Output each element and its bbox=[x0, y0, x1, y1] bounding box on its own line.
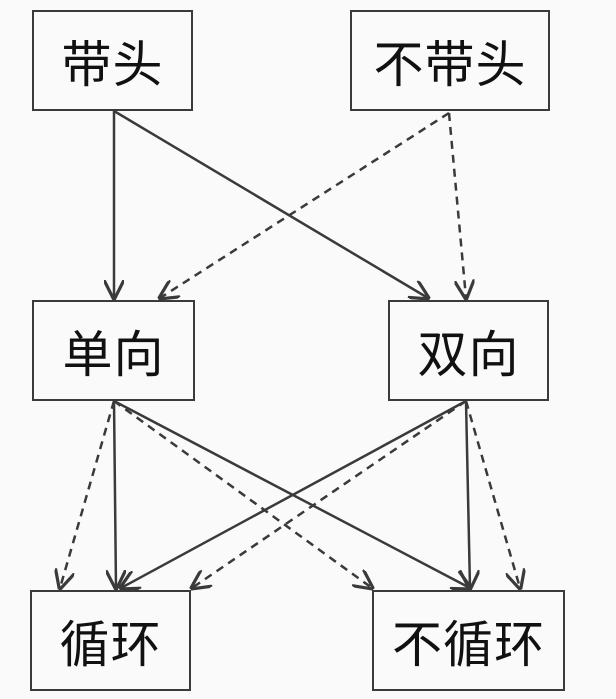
edge-budaitou-to-shuangxiang-dashed bbox=[447, 112, 466, 298]
node-xunhuan: 循环 bbox=[30, 590, 191, 691]
edge-budaitou-to-danxiang-dashed bbox=[160, 111, 450, 298]
node-buxunhuan: 不循环 bbox=[372, 590, 565, 691]
edge-danxiang-to-xunhuan-dashed bbox=[60, 400, 116, 588]
edge-group bbox=[60, 109, 520, 588]
edge-shuangxiang-to-buxunhuan-solid bbox=[466, 400, 470, 588]
node-danxiang: 单向 bbox=[32, 300, 195, 401]
node-daitou: 带头 bbox=[32, 10, 193, 111]
edge-shuangxiang-to-xunhuan-dashed bbox=[192, 399, 467, 588]
edge-shuangxiang-to-buxunhuan-dashed bbox=[464, 400, 520, 588]
edge-daitou-to-shuangxiang-solid bbox=[113, 109, 428, 298]
node-shuangxiang: 双向 bbox=[388, 300, 549, 401]
edge-danxiang-to-buxunhuan-dashed bbox=[113, 399, 372, 588]
node-budaitou: 不带头 bbox=[350, 10, 550, 111]
edge-danxiang-to-xunhuan-solid bbox=[114, 400, 116, 588]
edge-shuangxiang-to-xunhuan-solid bbox=[121, 399, 467, 588]
